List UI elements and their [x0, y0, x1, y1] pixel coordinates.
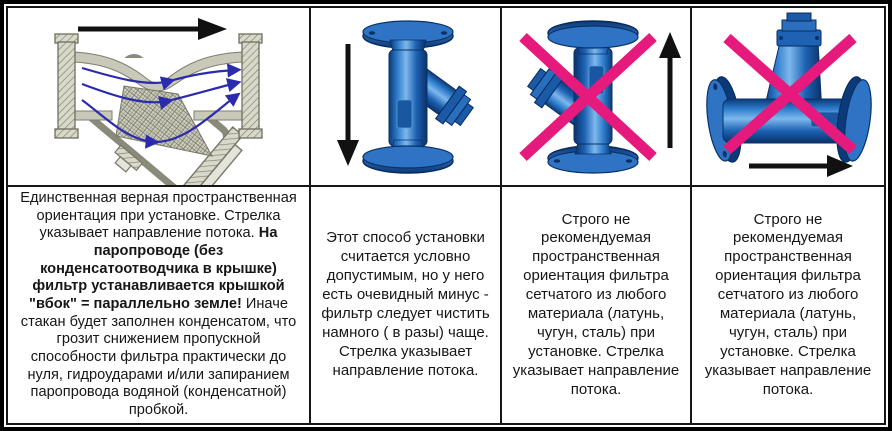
flow-arrow-right-icon: [78, 18, 227, 40]
y-strainer-photo-flow-down: [337, 20, 480, 174]
caption-text: Строго не рекомендуемая пространственная…: [704, 210, 872, 398]
image-cell-not-recommended-vertical: [502, 8, 690, 185]
y-strainer-photo-flow-up-prohibited: [519, 20, 681, 174]
prohibition-cross-icon: [723, 33, 857, 155]
table-grid: Единственная верная пространственная ори…: [6, 6, 886, 425]
flow-stream-lines-icon: [81, 63, 242, 149]
caption-text: Единственная верная пространственная ори…: [15, 190, 302, 420]
left-flange: [54, 33, 79, 139]
caption-text: Строго не рекомендуемая пространственная…: [512, 210, 680, 398]
caption-conditionally-acceptable: Этот способ установки считается условно …: [311, 187, 500, 423]
y-strainer-photo-cap-up-prohibited: [701, 12, 877, 177]
caption-not-recommended-horizontal: Строго не рекомендуемая пространственная…: [692, 187, 884, 423]
y-strainer-cutaway-diagram: [54, 18, 263, 185]
right-flange: [238, 33, 263, 139]
y-strainer-body: [362, 20, 480, 174]
caption-correct-installation: Единственная верная пространственная ори…: [8, 187, 309, 423]
flow-arrow-right-icon: [749, 155, 853, 177]
flow-arrow-up-icon: [659, 32, 681, 148]
image-cell-correct-installation: [8, 8, 309, 185]
image-cell-conditionally-acceptable: [311, 8, 500, 185]
caption-text: Этот способ установки считается условно …: [321, 229, 490, 379]
flow-arrow-down-icon: [337, 44, 359, 166]
caption-not-recommended-vertical: Строго не рекомендуемая пространственная…: [502, 187, 690, 423]
caption-intro: Единственная верная пространственная ори…: [20, 190, 297, 242]
caption-rest: Иначе стакан будет заполнен конденсатом,…: [20, 295, 297, 418]
pipe-bottom-wall-right: [193, 110, 243, 121]
caption-bold-warning: На паропроводе (без конденсатоотводчика …: [29, 225, 285, 312]
prohibition-cross-icon: [519, 32, 657, 162]
image-cell-not-recommended-horizontal: [692, 8, 884, 185]
